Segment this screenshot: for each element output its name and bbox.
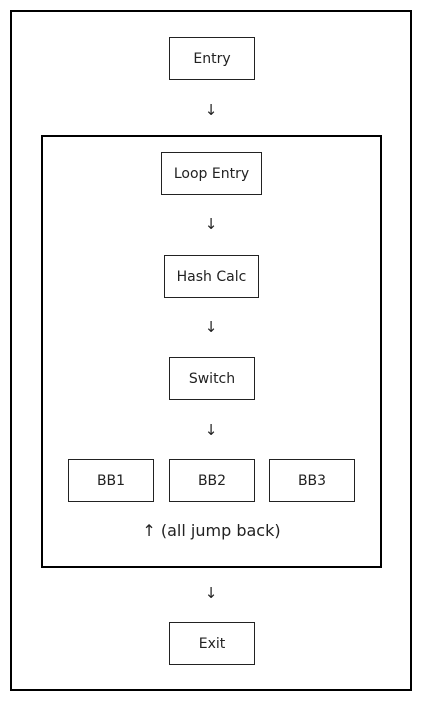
arrow-switch-to-blocks: ↓ [204, 421, 218, 439]
switch-node: Switch [169, 357, 255, 400]
jump-back-note: ↑ (all jump back) [142, 521, 281, 540]
outer-frame [10, 10, 412, 691]
arrow-loop-entry-to-hash: ↓ [204, 215, 218, 233]
arrow-loop-to-exit: ↓ [204, 584, 218, 602]
bb3-node: BB3 [269, 459, 355, 502]
loop-entry-node: Loop Entry [161, 152, 262, 195]
bb2-node: BB2 [169, 459, 255, 502]
hash-calc-node: Hash Calc [164, 255, 259, 298]
arrow-entry-to-loop: ↓ [204, 101, 218, 119]
arrow-hash-to-switch: ↓ [204, 318, 218, 336]
exit-node: Exit [169, 622, 255, 665]
entry-node: Entry [169, 37, 255, 80]
bb1-node: BB1 [68, 459, 154, 502]
loop-region [41, 135, 382, 568]
